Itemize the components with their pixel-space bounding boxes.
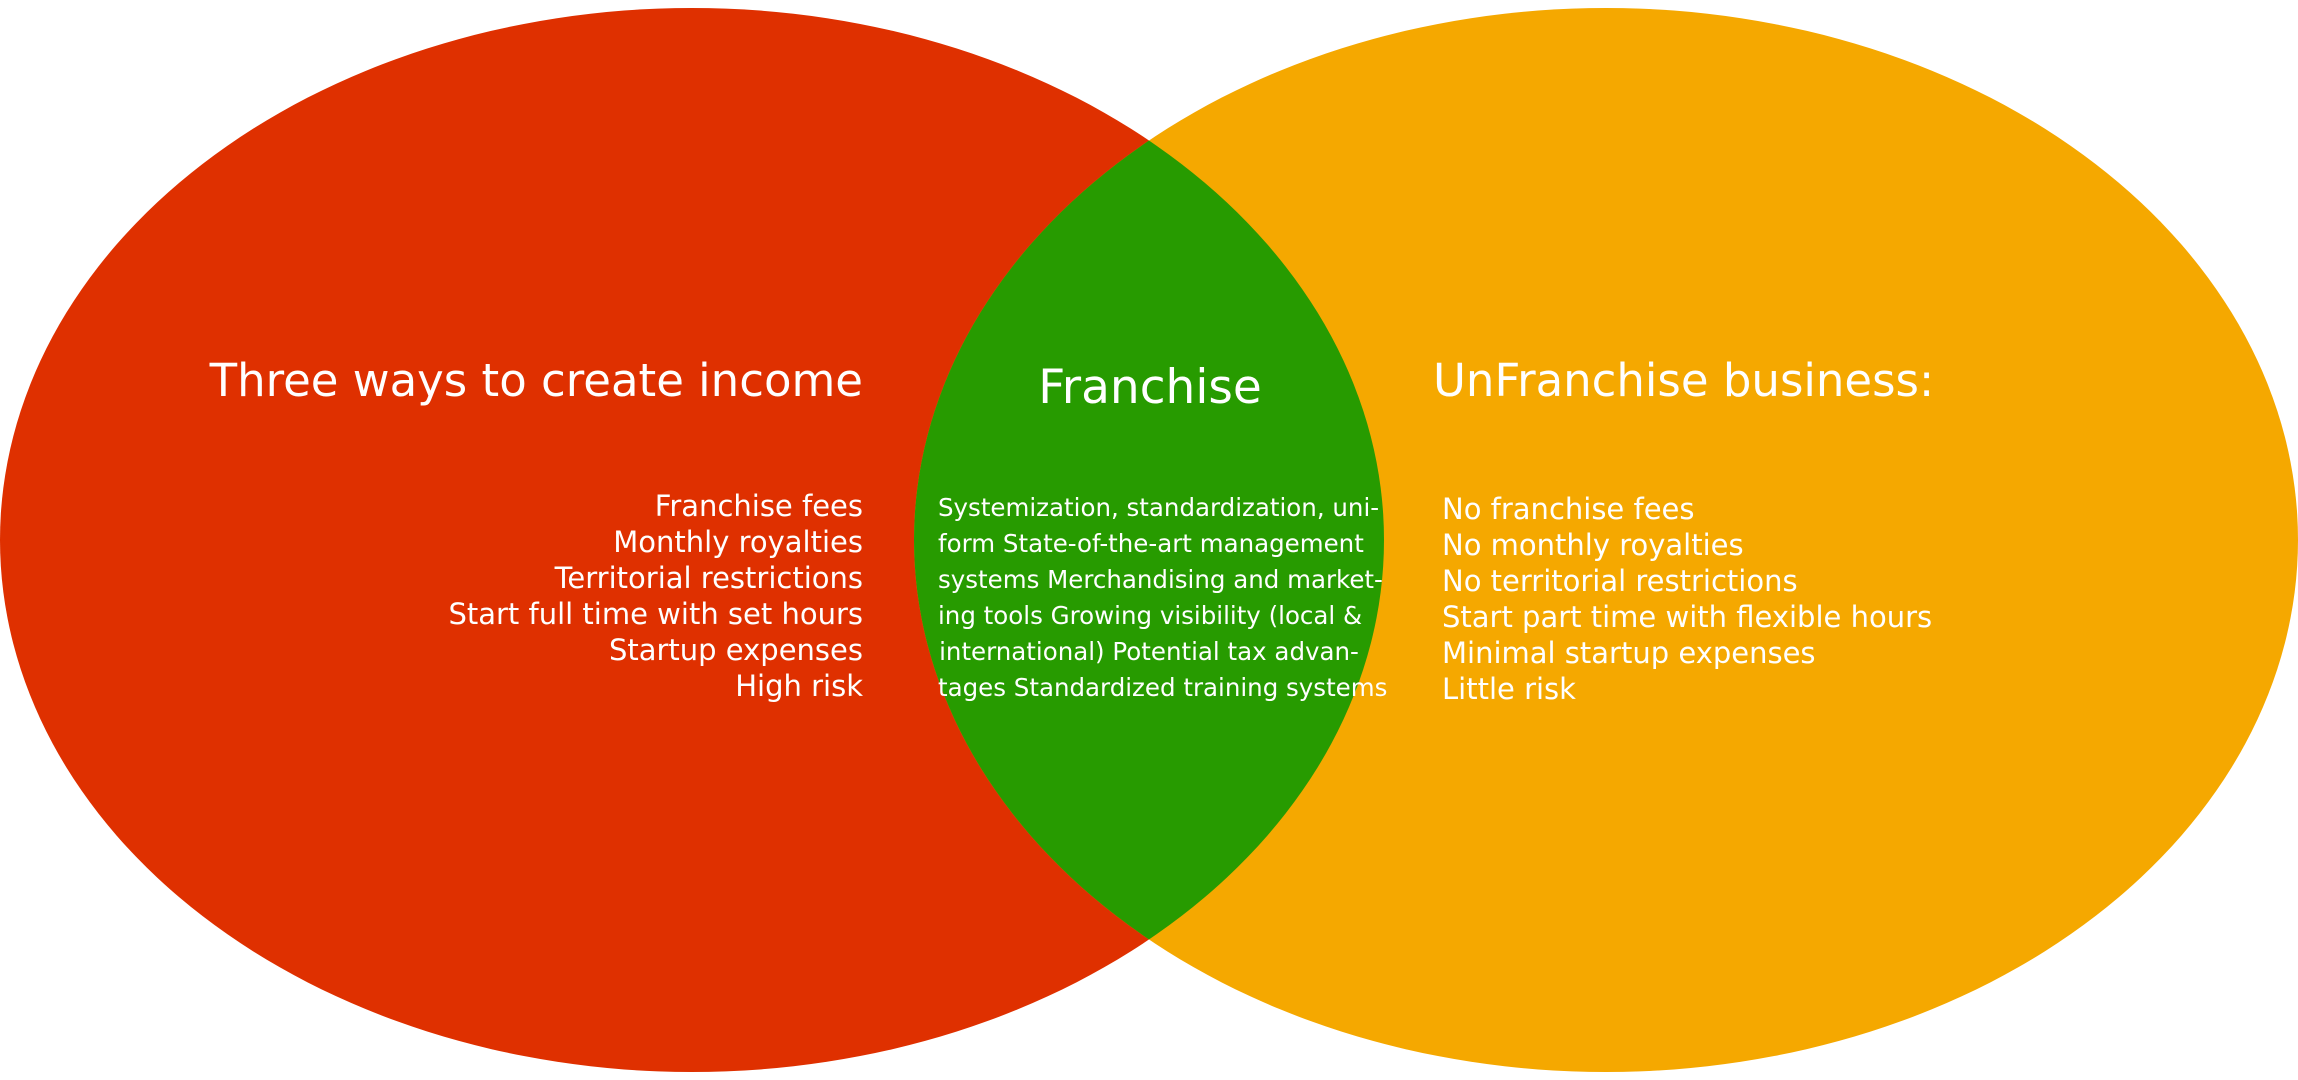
center-body: Systemization, standardization, uni- for… xyxy=(938,490,1388,706)
center-title: Franchise xyxy=(1038,360,1262,415)
right-list-item: No monthly royalties xyxy=(1442,528,1744,562)
right-title: UnFranchise business: xyxy=(1433,354,1935,407)
left-list-item: Franchise fees xyxy=(654,489,863,523)
left-list-item: Startup expenses xyxy=(608,633,863,667)
right-list-item: No territorial restrictions xyxy=(1442,564,1798,598)
left-list-item: Start full time with set hours xyxy=(448,597,863,631)
right-list-item: Little risk xyxy=(1442,672,1576,706)
center-body-line: international) Potential tax advan- xyxy=(939,637,1359,666)
left-list-item: High risk xyxy=(735,669,863,703)
overlap-region xyxy=(914,8,1384,1072)
right-list-item: Start part time with flexible hours xyxy=(1442,600,1933,634)
center-body-line: systems Merchandising and market- xyxy=(938,565,1383,594)
center-body-line: tages Standardized training systems xyxy=(938,673,1388,702)
center-body-line: form State-of-the-art management xyxy=(938,529,1364,558)
left-list-item: Territorial restrictions xyxy=(554,561,863,595)
center-body-line: ing tools Growing visibility (local & xyxy=(938,601,1363,630)
right-list: No franchise fees No monthly royalties N… xyxy=(1442,491,2142,707)
center-body-line: Systemization, standardization, uni- xyxy=(938,493,1380,522)
left-title: Three ways to create income xyxy=(209,354,863,407)
left-list-item: Monthly royalties xyxy=(613,525,863,559)
right-list-item: Minimal startup expenses xyxy=(1442,636,1816,670)
right-list-item: No franchise fees xyxy=(1442,492,1695,526)
left-list: Franchise fees Monthly royalties Territo… xyxy=(400,488,863,704)
